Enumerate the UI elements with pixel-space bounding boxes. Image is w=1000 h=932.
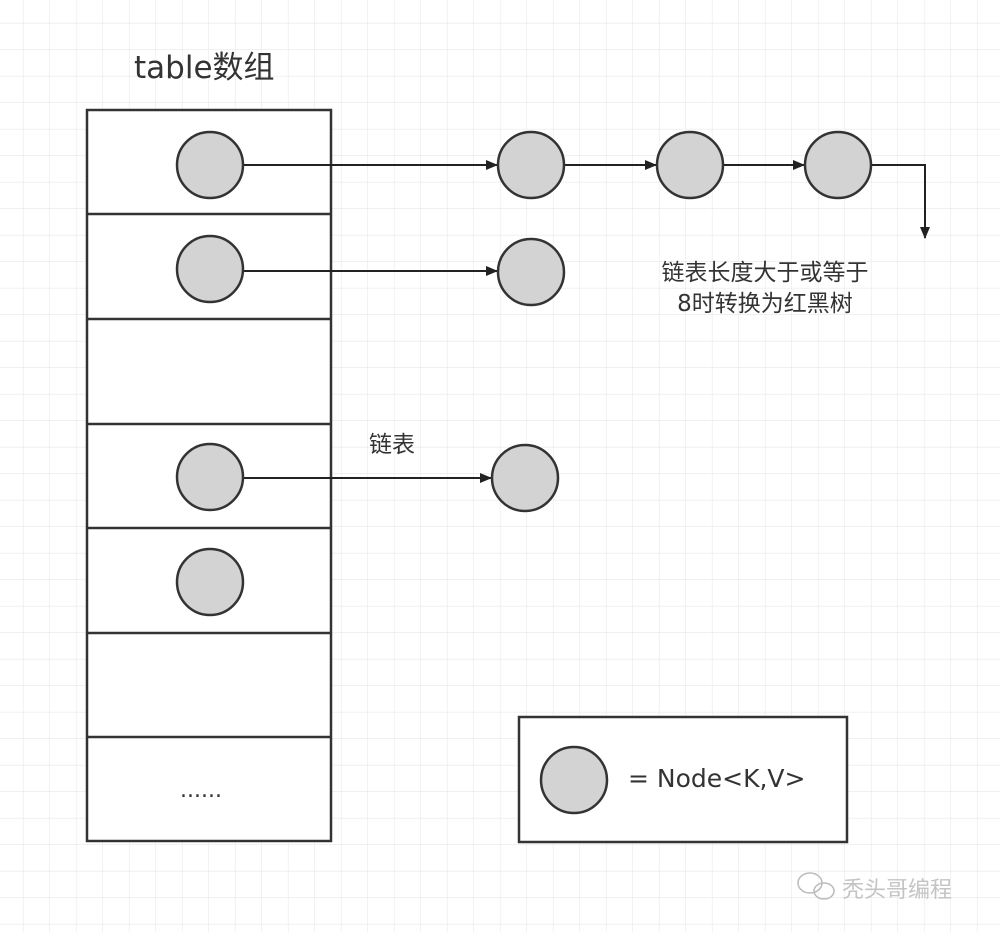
legend-box [517,715,849,844]
treeify-note-line1: 链表长度大于或等于 [661,260,869,286]
legend-text: = Node<K,V> [628,764,806,793]
ellipsis: ...... [180,778,222,803]
watermark: 秃头哥编程 [842,878,953,903]
wechat-icon [797,872,835,900]
list-label: 链表 [369,432,415,458]
treeify-note-line2: 8时转换为红黑树 [677,291,853,317]
nodes [175,130,873,617]
arrows [243,160,930,483]
table-title: table数组 [134,50,275,86]
legend-node-icon [539,745,609,815]
